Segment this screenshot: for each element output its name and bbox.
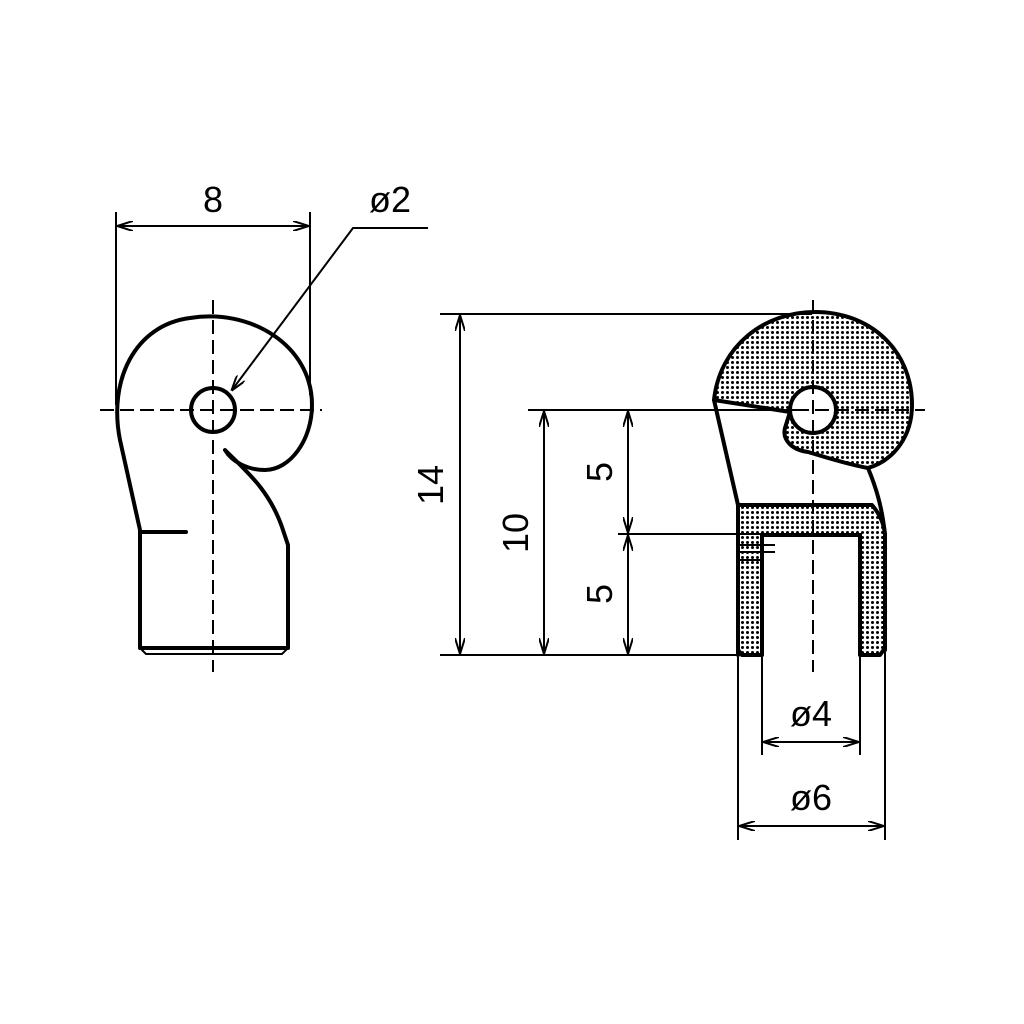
hole-dimension-label: ø2 bbox=[369, 179, 411, 220]
overall-height-label: 14 bbox=[410, 465, 451, 505]
section-neck-outline bbox=[712, 398, 740, 657]
front-view: 8 ø2 bbox=[100, 179, 428, 672]
front-view-outline bbox=[115, 314, 314, 650]
bore-dimension-label: ø4 bbox=[790, 693, 832, 734]
lower-offset-label: 5 bbox=[579, 584, 620, 604]
upper-offset-label: 5 bbox=[579, 462, 620, 482]
section-thread-marks bbox=[740, 544, 775, 561]
section-view: 14 10 5 5 ø4 ø6 bbox=[410, 300, 925, 840]
outer-dimension-label: ø6 bbox=[790, 777, 832, 818]
section-body-hatch bbox=[736, 503, 887, 657]
body-height-label: 10 bbox=[495, 513, 536, 553]
hole-leader bbox=[232, 227, 428, 390]
width-dimension-label: 8 bbox=[203, 179, 223, 220]
